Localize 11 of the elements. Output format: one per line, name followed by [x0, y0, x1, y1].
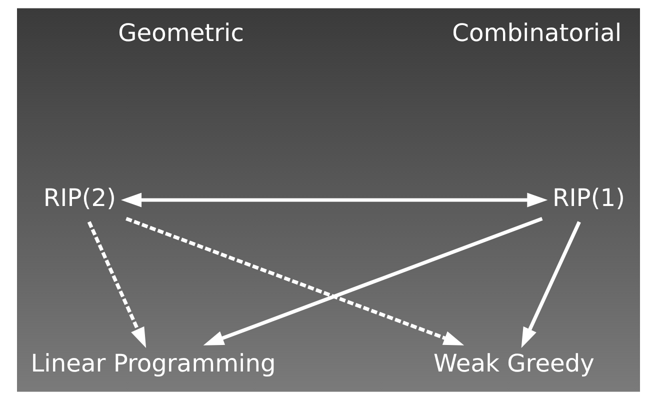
node-text: Linear Programming	[30, 349, 276, 378]
label: Combinatorial	[452, 18, 622, 47]
node-text: RIP(2)	[42, 184, 116, 212]
arrow	[125, 216, 464, 346]
node-text: Weak Greedy	[432, 349, 594, 378]
node-text: RIP(1)	[552, 184, 625, 212]
arrow	[120, 192, 548, 208]
label: Geometric	[118, 18, 244, 47]
arrow	[86, 221, 146, 348]
arrow	[202, 216, 542, 346]
arrow	[520, 221, 580, 348]
